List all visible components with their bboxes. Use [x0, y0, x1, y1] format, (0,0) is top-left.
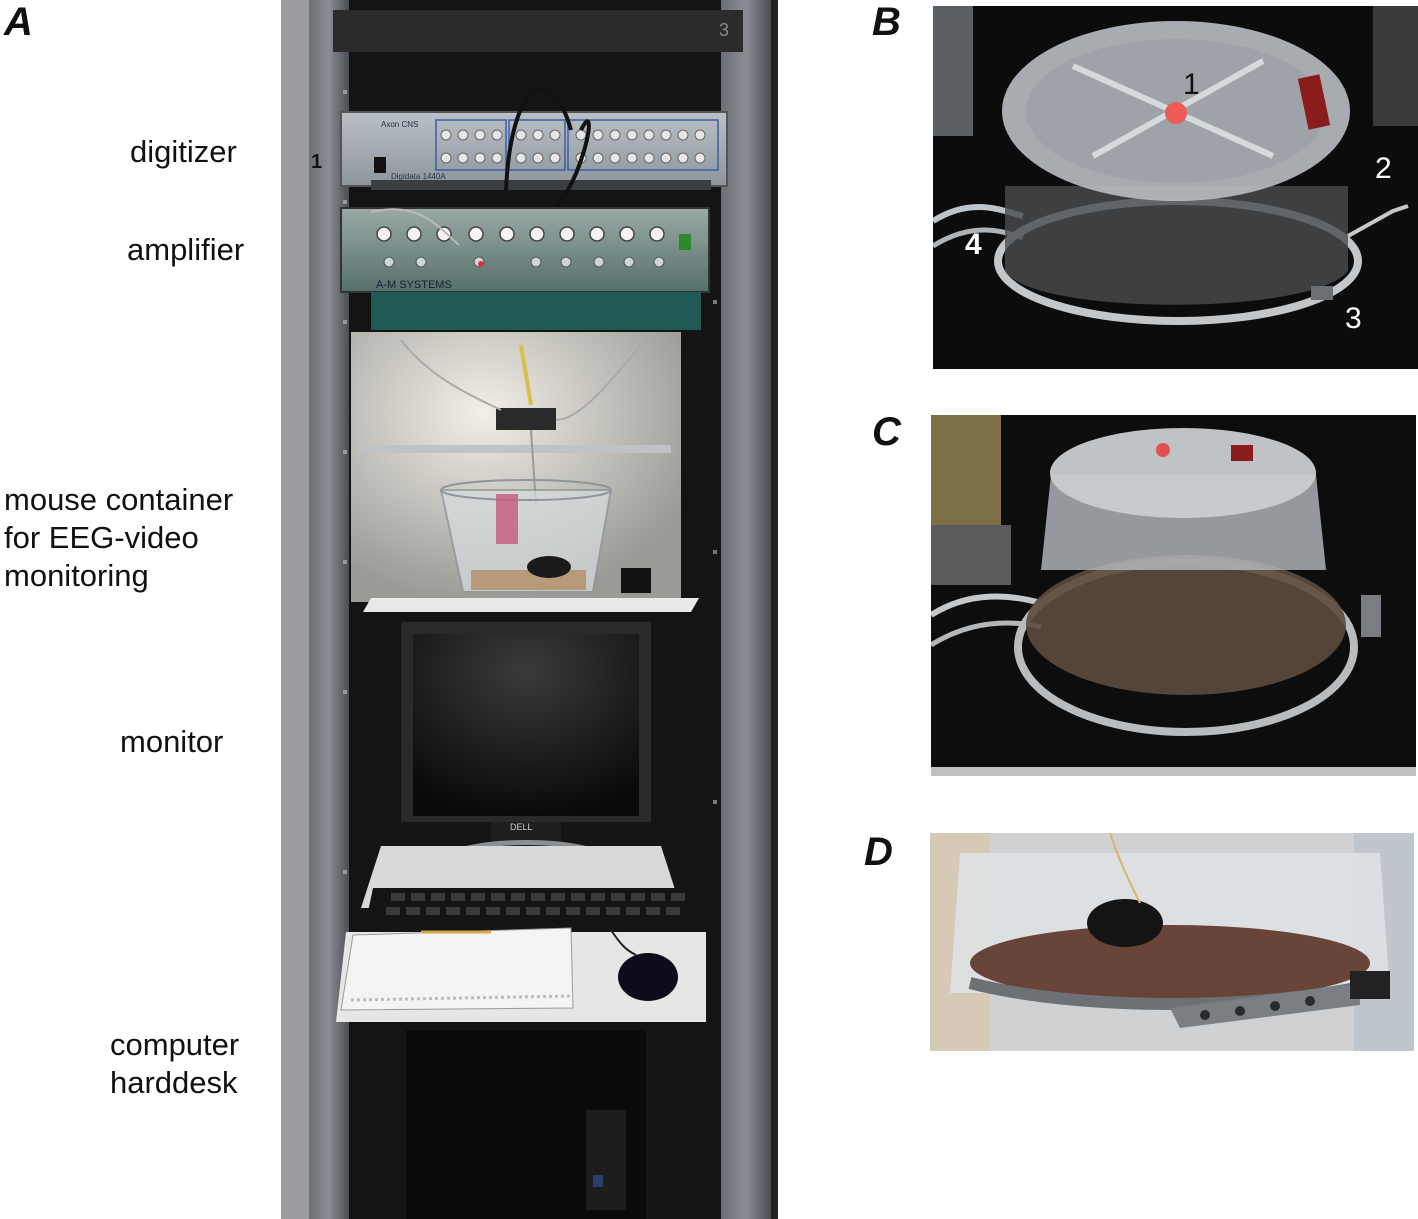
- rack-unit-number: 3: [719, 20, 729, 40]
- label-mouse-container: mouse container for EEG-video monitoring: [4, 482, 234, 593]
- notebook: [340, 927, 574, 1011]
- container-shelf: [363, 598, 699, 612]
- svg-text:A-M SYSTEMS: A-M SYSTEMS: [376, 279, 452, 291]
- container-photo-d: [930, 833, 1414, 1051]
- digitizer-unit: Axon CNS Digidata 1440A: [340, 87, 728, 222]
- svg-text:DELL: DELL: [510, 822, 533, 832]
- marker-3: 3: [1345, 302, 1362, 335]
- label-amplifier: amplifier: [127, 232, 245, 267]
- mouse-bowl: [439, 479, 613, 593]
- svg-text:Axon CNS: Axon CNS: [381, 120, 418, 129]
- lid-port: [1165, 102, 1187, 124]
- panel-letter-b: B: [872, 0, 901, 44]
- label-computer-harddesk: computer harddesk: [110, 1027, 240, 1100]
- rack-top-cap: [333, 10, 743, 52]
- eeg-headstage: [400, 339, 642, 506]
- container-photo-b: 1 2 3 4: [933, 6, 1418, 369]
- amplifier-unit: A-M SYSTEMS: [340, 207, 710, 330]
- marker-1: 1: [1183, 68, 1200, 101]
- rack-post-right: [721, 0, 771, 1219]
- rack-photo: 3 1 Axon CNS Digidata 1440A: [281, 0, 778, 1219]
- mouse-subject: [1087, 899, 1163, 947]
- marker-4: 4: [965, 228, 982, 261]
- panel-letter-a: A: [4, 0, 33, 44]
- keyboard: [365, 888, 701, 926]
- label-monitor: monitor: [120, 724, 224, 759]
- container-photo-c: [931, 415, 1416, 776]
- clamp-latch: [1311, 286, 1333, 300]
- container-base-c: [1026, 555, 1346, 695]
- svg-text:Digidata 1440A: Digidata 1440A: [391, 172, 446, 181]
- panel-letter-c: C: [872, 410, 901, 454]
- label-digitizer: digitizer: [130, 134, 237, 169]
- marker-2: 2: [1375, 152, 1392, 185]
- shelf-marker: 1: [311, 151, 322, 173]
- panel-letter-d: D: [864, 830, 893, 874]
- computer-mouse: [610, 929, 678, 1001]
